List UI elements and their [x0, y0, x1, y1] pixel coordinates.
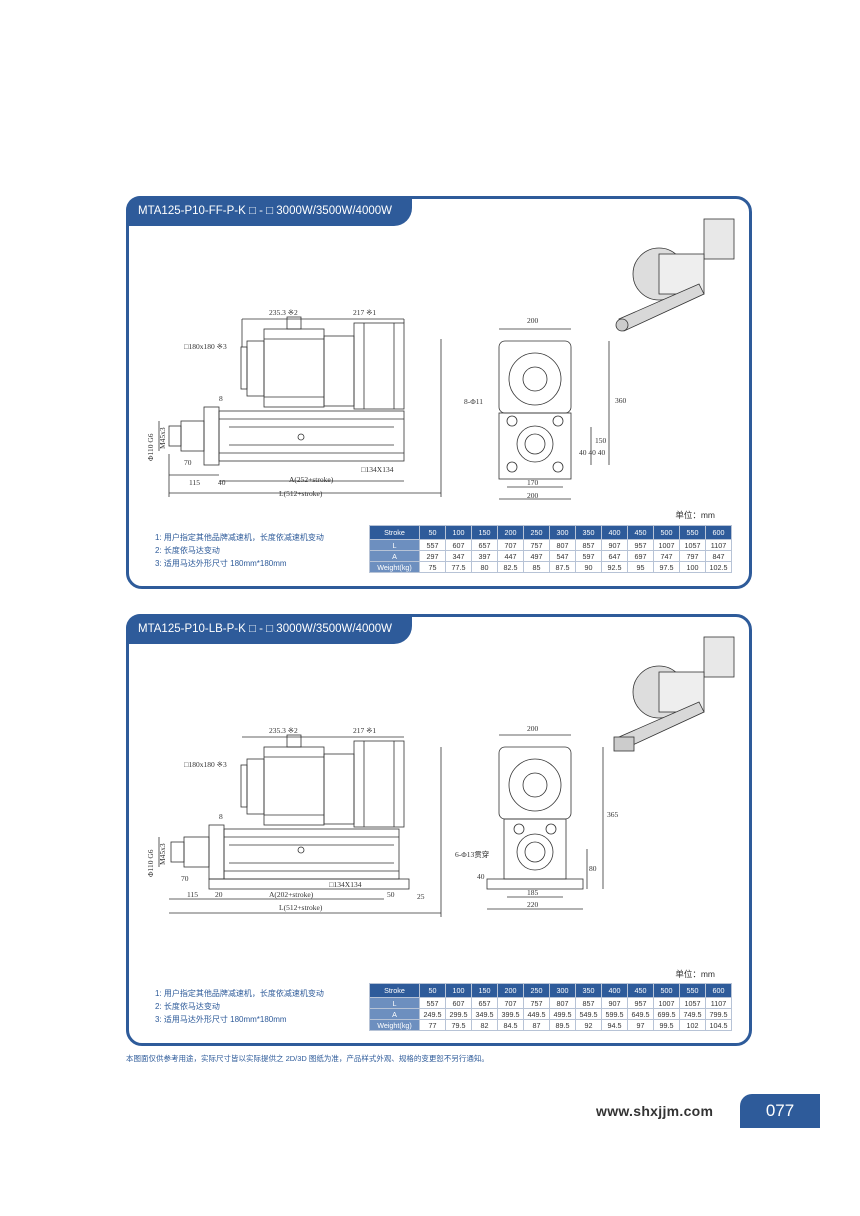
dim-a: A(202+stroke)	[269, 890, 314, 899]
dim-40: 40	[218, 478, 226, 487]
note-2: 2: 长度依马达变动	[155, 546, 220, 555]
note-3: 3: 适用马达外形尺寸 180mm*180mm	[155, 1015, 287, 1024]
dim-d1: Φ110 G6	[146, 849, 155, 877]
dim-25: 25	[417, 892, 425, 901]
dim-profile: □134X134	[329, 880, 362, 889]
dim-40: 40	[477, 872, 485, 881]
note-1: 1: 用户指定其他品牌减速机，长度依减速机变动	[155, 989, 324, 998]
dim-a: A(252+stroke)	[289, 475, 334, 484]
dim-motor-square: □180x180 ※3	[184, 342, 227, 351]
dim-seventy: 70	[181, 874, 189, 883]
product-panel-ff: MTA125-P10-FF-P-K □ - □ 3000W/3500W/4000…	[126, 196, 752, 589]
dim-top-right: 217 ※1	[353, 726, 376, 735]
dim-spacing: 40 40 40	[579, 448, 606, 457]
dim-profile: □134X134	[361, 465, 394, 474]
panel-title: MTA125-P10-LB-P-K □ - □ 3000W/3500W/4000…	[126, 614, 412, 644]
website-url[interactable]: www.shxjjm.com	[596, 1103, 714, 1119]
dim-front-top: 200	[527, 316, 539, 325]
gearbox-body	[323, 335, 355, 407]
product-panel-lb: MTA125-P10-LB-P-K □ - □ 3000W/3500W/4000…	[126, 614, 752, 1046]
actuator-body	[218, 410, 405, 462]
dim-holes: 6-Φ13贯穿	[455, 849, 489, 859]
dim-l: L(512+stroke)	[279, 903, 323, 912]
dim-holes: 8-Φ11	[464, 397, 483, 406]
front-mount-plate	[498, 412, 572, 480]
dim-80: 80	[589, 864, 597, 873]
dim-front-top: 200	[527, 724, 539, 733]
dim-115: 115	[189, 478, 200, 487]
panel-title: MTA125-P10-FF-P-K □ - □ 3000W/3500W/4000…	[126, 196, 412, 226]
front-motor-flange	[498, 340, 572, 414]
notes: 1: 用户指定其他品牌减速机，长度依减速机变动 2: 长度依马达变动 3: 适用…	[155, 531, 324, 570]
dim-b200: 200	[527, 491, 539, 500]
dim-b220: 220	[527, 900, 539, 909]
dim-front-h: 360	[615, 396, 627, 405]
unit-label: 单位：mm	[675, 510, 715, 520]
disclaimer: 本图面仅供参考用途，实际尺寸皆以实际提供之 2D/3D 图纸为准，产品样式外观、…	[126, 1054, 489, 1063]
note-1: 1: 用户指定其他品牌减速机，长度依减速机变动	[155, 533, 324, 542]
dim-b170: 170	[527, 478, 539, 487]
dim-seventy: 70	[184, 458, 192, 467]
dim-motor-square: □180x180 ※3	[184, 760, 227, 769]
dim-l: L(512+stroke)	[279, 489, 323, 498]
dim-h150: 150	[595, 436, 607, 445]
unit-label: 单位：mm	[675, 969, 715, 979]
dim-top-left: 235.3 ※2	[269, 726, 298, 735]
dim-eight: 8	[219, 394, 223, 403]
dim-eight: 8	[219, 812, 223, 821]
dim-20: 20	[215, 890, 223, 899]
notes: 1: 用户指定其他品牌减速机，长度依减速机变动 2: 长度依马达变动 3: 适用…	[155, 987, 324, 1026]
reducer-body	[353, 322, 405, 410]
dim-d1: Φ110 G6	[146, 433, 155, 461]
motor-body	[263, 328, 325, 408]
dim-b185: 185	[527, 888, 539, 897]
dim-d2: M45x3	[158, 843, 167, 865]
dim-front-h: 365	[607, 810, 619, 819]
note-2: 2: 长度依马达变动	[155, 1002, 220, 1011]
dim-50: 50	[387, 890, 395, 899]
dim-115: 115	[187, 890, 198, 899]
note-3: 3: 适用马达外形尺寸 180mm*180mm	[155, 559, 287, 568]
dim-top-right: 217 ※1	[353, 308, 376, 317]
dim-d2: M45x3	[158, 427, 167, 449]
page-number: 077	[740, 1094, 820, 1128]
technical-drawing-ff: 235.3 ※2 217 ※1 □180x180 ※3 8 70 115 40 …	[146, 218, 735, 500]
dim-top-left: 235.3 ※2	[269, 308, 298, 317]
technical-drawing-lb: 235.3 ※2 217 ※1 □180x180 ※3 8 70 115 20 …	[146, 636, 735, 917]
